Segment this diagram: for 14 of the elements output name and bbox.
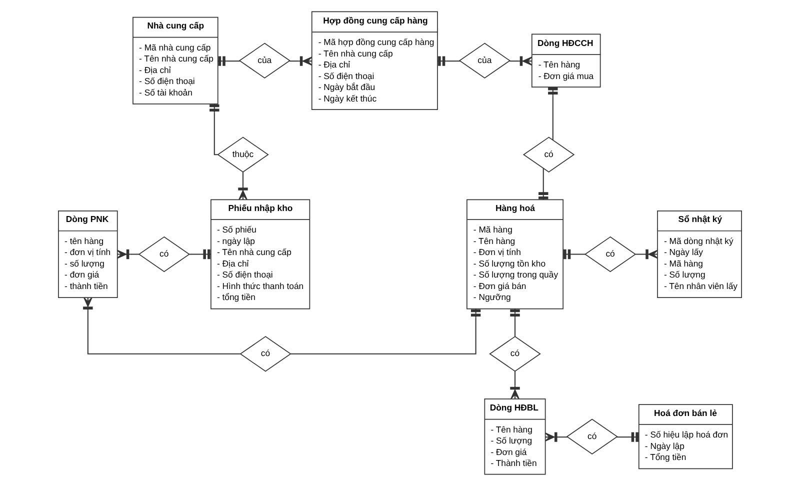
connector bbox=[544, 432, 568, 442]
node-diamond: thuộc bbox=[217, 136, 269, 172]
node-diamond: của bbox=[238, 42, 291, 78]
node-diamond: có bbox=[240, 336, 292, 372]
node-diamond: của bbox=[458, 42, 511, 78]
node-diamond: có bbox=[138, 236, 190, 272]
connector bbox=[238, 172, 248, 200]
node-diamond: có bbox=[566, 418, 618, 454]
node-diamond: có bbox=[522, 136, 575, 172]
connector bbox=[83, 297, 240, 354]
connector bbox=[636, 249, 658, 260]
connector bbox=[189, 249, 211, 260]
node-diamond: có bbox=[489, 336, 541, 372]
node-diamond: có bbox=[584, 236, 636, 272]
